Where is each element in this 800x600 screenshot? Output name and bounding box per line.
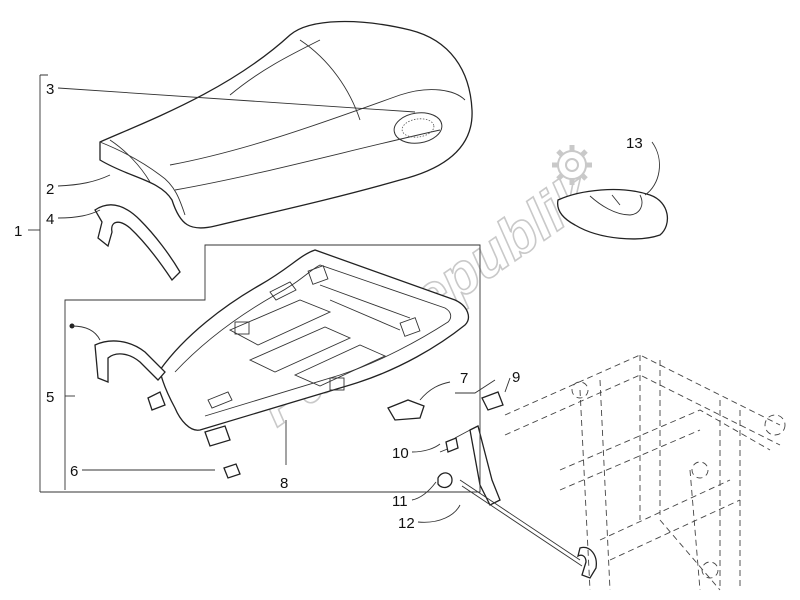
- seat: [99, 20, 473, 229]
- label-5: 5: [46, 389, 54, 406]
- leader-lines: [57, 87, 660, 523]
- group-brackets: [28, 74, 481, 493]
- rear-cover: [556, 188, 669, 240]
- label-13: 13: [626, 135, 643, 152]
- frame: [504, 354, 786, 591]
- label-12: 12: [398, 515, 415, 532]
- label-2: 2: [46, 181, 54, 198]
- seat-logo: [393, 112, 443, 144]
- label-7: 7: [460, 370, 468, 387]
- label-1: 1: [14, 223, 22, 240]
- grab-handle: [94, 204, 181, 282]
- bracket: [387, 399, 425, 421]
- label-8: 8: [280, 475, 288, 492]
- tray: [94, 249, 469, 447]
- label-6: 6: [70, 463, 78, 480]
- nut: [223, 463, 241, 479]
- label-10: 10: [392, 445, 409, 462]
- label-9: 9: [512, 369, 520, 386]
- gear-icon: [552, 145, 592, 185]
- label-4: 4: [46, 211, 54, 228]
- latch-mechanism: [437, 391, 597, 579]
- label-11: 11: [392, 493, 408, 510]
- label-3: 3: [46, 81, 54, 98]
